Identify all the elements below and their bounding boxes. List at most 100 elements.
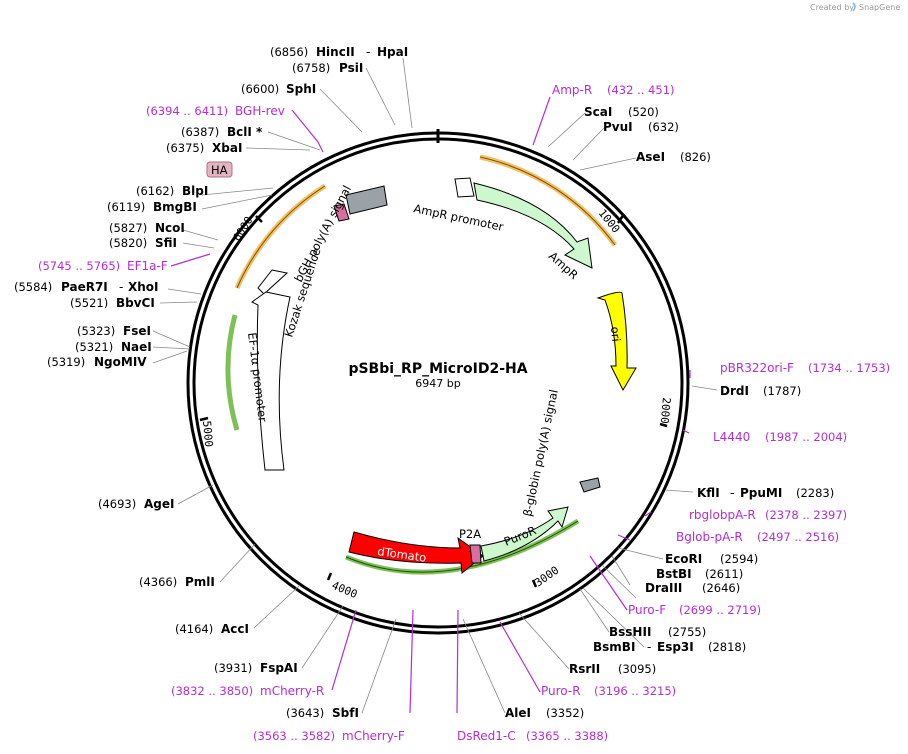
site-pvui[interactable]: PvuI [603,120,633,134]
site-pos-drdi: (1787) [763,384,801,398]
primer-marks [170,96,691,714]
backbone [186,129,690,635]
tick-label-4000: 4000 [330,579,359,601]
site-ngomiv[interactable]: NgoMIV [94,355,147,369]
site-psii[interactable]: PsiI [339,61,363,75]
site-pos-pmli: (4366) [139,575,177,589]
p2a-label: P2A [459,527,481,541]
ampr-arrow [473,182,593,269]
primer-bgh-rev[interactable]: BGH-rev [235,104,285,118]
primer-puro-r[interactable]: Puro-R [541,684,581,698]
site-blpi[interactable]: BlpI [182,184,208,198]
primer-mcherry-f[interactable]: mCherry-F [342,729,405,743]
site-pos-ngomiv: (5319) [47,355,85,369]
ha-tag-box [333,203,350,222]
site-esp3i[interactable]: Esp3I [657,640,694,654]
tick-label-5000: 5000 [200,420,215,448]
site-naei[interactable]: NaeI [121,340,152,354]
site-rsrii[interactable]: RsrII [569,662,600,676]
leader-lines [152,57,718,714]
site-draiii[interactable]: DraIII [645,581,682,595]
primer-bglob-pa-r[interactable]: Bglob-pA-R [676,530,743,544]
site-ppumi[interactable]: PpuMI [740,486,782,500]
ampr-promoter-label: AmpR promoter [412,201,505,234]
primer-ef1a-f[interactable]: EF1a-F [127,259,168,273]
site-pos-blpi: (6162) [136,184,174,198]
site-ecori[interactable]: EcoRI [665,552,702,566]
site-fsei[interactable]: FseI [123,324,151,338]
ampr-orf-arc-line [479,156,616,246]
site-pos-fsei: (5323) [77,324,115,338]
site-agei[interactable]: AgeI [144,497,174,511]
site-kfli[interactable]: KflI [697,486,720,500]
site-pos-bmgbi: (6119) [107,200,145,214]
primer-mcherry-r[interactable]: mCherry-R [260,684,324,698]
site-pos-sfii: (5820) [109,236,147,250]
site-pmli[interactable]: PmlI [185,575,215,589]
primer-range-ef1a-f: (5745 .. 5765) [38,259,120,273]
primer-dsred1-c[interactable]: DsRed1-C [457,729,516,743]
site-hincii[interactable]: HincII [316,45,355,59]
site-pos-hincii: (6856) [270,45,308,59]
site-separator: - [119,280,123,294]
site-pos-ecori: (2594) [720,552,758,566]
site-pos-sphi: (6600) [241,82,279,96]
puro-orf-arc-line [345,520,579,573]
site-xbai[interactable]: XbaI [212,141,242,155]
site-sphi[interactable]: SphI [286,82,316,96]
site-scai[interactable]: ScaI [584,105,612,119]
site-xhoi[interactable]: XhoI [128,280,159,294]
site-bcli[interactable]: BclI * [227,125,263,139]
site-pos-naei: (5321) [75,340,113,354]
site-pos-sbfi: (3643) [286,706,324,720]
primer-range-pbr322ori-f: (1734 .. 1753) [808,361,890,375]
primer-range-l4440: (1987 .. 2004) [765,430,847,444]
primer-range-bgh-rev: (6394 .. 6411) [146,104,228,118]
site-fspai[interactable]: FspAI [260,661,298,675]
site-pos-bcli: (6387) [181,125,219,139]
site-separator: - [730,486,734,500]
ef1a-orf-arc [225,314,240,431]
tick-label-2000: 2000 [658,397,673,425]
site-sbfi[interactable]: SbfI [332,706,359,720]
site-ncoi[interactable]: NcoI [155,221,185,235]
site-paer7i[interactable]: PaeR7I [61,280,108,294]
dtomato-arrow [348,531,484,574]
primer-pbr322ori-f[interactable]: pBR322ori-F [720,361,794,375]
tick-marks [199,213,668,588]
site-alei[interactable]: AleI [505,706,531,720]
site-separator: - [366,45,370,59]
site-pos-xbai: (6375) [166,141,204,155]
primer-l4440[interactable]: L4440 [713,430,750,444]
primer-range-dsred1-c: (3365 .. 3388) [526,729,608,743]
primer-rbglobpa-r[interactable]: rbglobpA-R [689,508,756,522]
site-pos-bbvci: (5521) [70,296,108,310]
site-asei[interactable]: AseI [636,150,665,164]
site-separator: - [647,640,651,654]
site-bsmbi[interactable]: BsmBI [593,640,635,654]
created-by-label: Created by [810,3,854,12]
site-pos-rsrii: (3095) [618,662,656,676]
primer-range-mcherry-f: (3563 .. 3582) [253,729,335,743]
site-bstbi[interactable]: BstBI [656,567,692,581]
ha-label: HA [211,163,228,177]
site-bbvci[interactable]: BbvCI [116,296,155,310]
primer-amp-r[interactable]: Amp-R [552,83,592,97]
site-pos-pvui: (632) [648,120,679,134]
site-bsshii[interactable]: BssHII [609,625,651,639]
site-bmgbi[interactable]: BmgBI [153,200,197,214]
site-pos-bstbi: (2611) [705,567,743,581]
site-pos-asei: (826) [680,150,711,164]
ori-label: ori [608,326,623,342]
site-hpai[interactable]: HpaI [377,45,408,59]
site-sfii[interactable]: SfiI [155,236,177,250]
site-pos-paer7i: (5584) [14,280,52,294]
puror-arrow [480,506,569,562]
site-drdi[interactable]: DrdI [720,384,749,398]
site-acci[interactable]: AccI [221,622,249,636]
plasmid-title: pSBbi_RP_MicroID2-HA [348,361,527,377]
primer-puro-f[interactable]: Puro-F [628,603,666,617]
bglobin-label: β-globin poly(A) signal [520,388,561,517]
snapgene-logo-icon [852,2,856,12]
tick-label-6000: 6000 [231,214,256,243]
